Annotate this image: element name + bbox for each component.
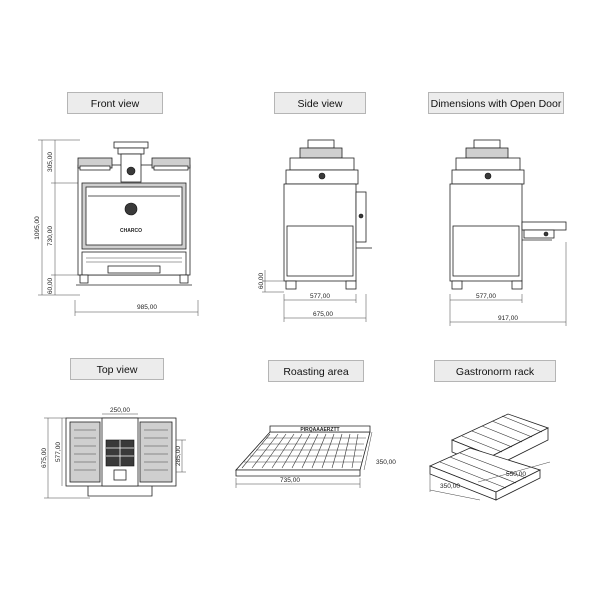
side-view-label: Side view: [274, 92, 366, 114]
front-width: 985,00: [137, 304, 157, 311]
top-inner-depth: 577,00: [55, 442, 62, 462]
roasting-grill-text: PIRQAAAERZTT: [300, 427, 339, 433]
roasting-depth: 350,00: [376, 459, 396, 466]
front-height-total: 1095,00: [34, 216, 41, 240]
top-center-width: 250,00: [110, 407, 130, 414]
roasting-width: 735,00: [280, 477, 300, 484]
front-height-top: 305,00: [47, 152, 54, 172]
gastro-depth: 350,00: [440, 483, 460, 490]
side-base-height: 60,00: [258, 272, 265, 289]
front-view-label: Front view: [67, 92, 163, 114]
gastro-width: 550,00: [506, 471, 526, 478]
roasting-area-label: Roasting area: [268, 360, 364, 382]
top-view-label: Top view: [70, 358, 164, 380]
open-door-label: Dimensions with Open Door: [428, 92, 564, 114]
svg-text:CHARCO: CHARCO: [120, 228, 142, 234]
front-height-body: 730,00: [47, 226, 54, 246]
top-depth: 675,00: [41, 448, 48, 468]
gastronorm-rack-label: Gastronorm rack: [434, 360, 556, 382]
side-inner-depth: 577,00: [310, 293, 330, 300]
open-depth: 917,00: [498, 315, 518, 322]
open-inner-depth: 577,00: [476, 293, 496, 300]
top-right-depth: 285,00: [175, 446, 182, 466]
front-height-base: 60,00: [47, 277, 54, 294]
side-depth: 675,00: [313, 311, 333, 318]
